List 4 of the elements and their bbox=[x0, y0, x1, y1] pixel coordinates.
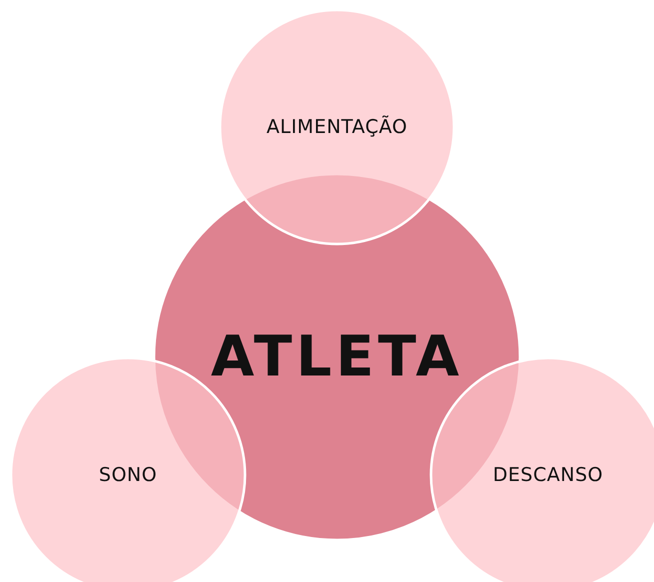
circle-label: DESCANSO bbox=[492, 464, 604, 486]
center-title: ATLETA bbox=[210, 324, 464, 390]
circle-label: ALIMENTAÇÃO bbox=[266, 116, 408, 138]
circle-label: SONO bbox=[98, 464, 158, 486]
